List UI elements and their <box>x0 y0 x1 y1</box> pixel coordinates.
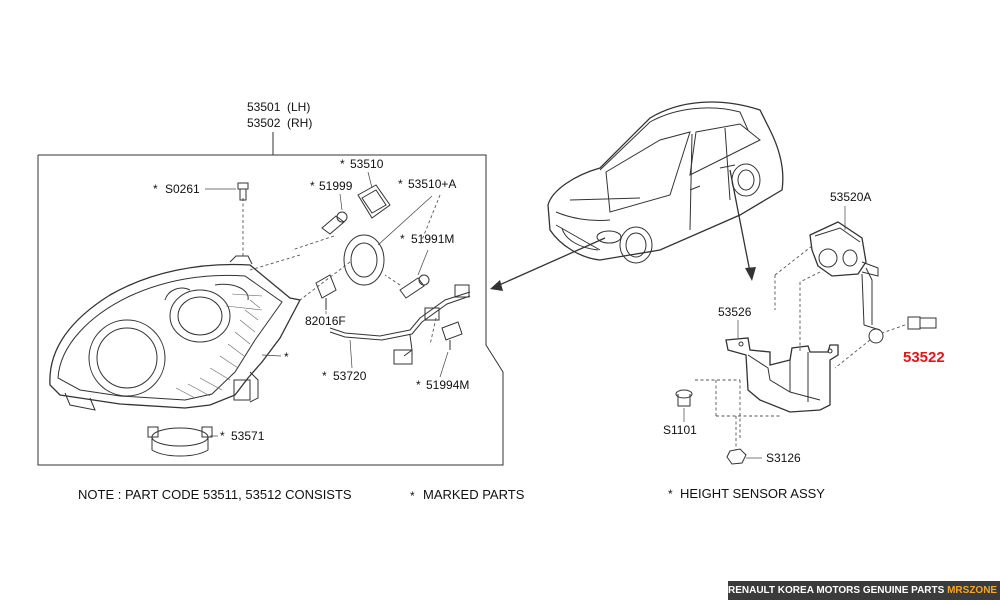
footer-brand: MRSZONE <box>947 585 998 596</box>
part-label-53510[interactable]: 53510 <box>350 157 384 171</box>
part-label-53510a[interactable]: 53510+A <box>408 177 456 191</box>
side-label-lh: (LH) <box>287 100 310 114</box>
part-label-s3126[interactable]: S3126 <box>766 451 801 465</box>
note-part-code: NOTE : PART CODE 53511, 53512 CONSISTS <box>78 487 352 502</box>
harness-53720-icon <box>329 284 471 365</box>
part-label-82016f[interactable]: 82016F <box>305 314 346 328</box>
part-label-53571[interactable]: 53571 <box>231 429 265 443</box>
part-label-s1101[interactable]: S1101 <box>663 423 697 437</box>
height-sensor-53520a-icon <box>809 221 884 344</box>
arrow-to-sensor <box>729 169 756 281</box>
footer-text: RENAULT KOREA MOTORS GENUINE PARTS <box>728 585 948 596</box>
star-marker-53510a: * <box>398 177 403 191</box>
ring-53510a-icon <box>343 234 385 286</box>
star-marker-53510: * <box>340 157 345 171</box>
cap-53510-icon <box>357 184 391 219</box>
footer-banner: RENAULT KOREA MOTORS GENUINE PARTS MRSZO… <box>728 581 1000 600</box>
star-marker-51991m: * <box>400 232 405 246</box>
star-marker-housing: * <box>284 350 289 364</box>
star-marker-51994m: * <box>416 378 421 392</box>
note-star-marker: * <box>410 489 415 503</box>
screw-s1101-icon <box>675 389 693 407</box>
bulb-51991m-icon <box>399 274 430 299</box>
part-label-53520a[interactable]: 53520A <box>830 190 871 204</box>
part-label-53522[interactable]: 53522 <box>903 349 945 366</box>
part-label-51991m[interactable]: 51991M <box>411 232 454 246</box>
star-marker-53720: * <box>322 369 327 383</box>
car-illustration <box>547 101 784 264</box>
note-marked-parts: MARKED PARTS <box>423 487 525 502</box>
star-marker-s0261: * <box>153 182 158 196</box>
sensor-guide-lines <box>695 245 906 450</box>
part-label-51994m[interactable]: 51994M <box>426 378 469 392</box>
bracket-53526-icon <box>725 337 839 413</box>
star-marker-53571: * <box>220 429 225 443</box>
socket-53571-icon <box>147 426 213 457</box>
part-label-53502[interactable]: 53502 <box>247 116 281 130</box>
bulb-51999-icon <box>321 211 348 235</box>
bulb-82016f-icon <box>315 274 337 310</box>
nut-s3126-icon <box>726 448 747 465</box>
part-label-53720[interactable]: 53720 <box>333 369 367 383</box>
arrow-to-headlamp <box>490 237 606 291</box>
side-label-rh: (RH) <box>287 116 312 130</box>
note-star-marker-sensor: * <box>668 487 673 501</box>
screw-s0261-icon <box>237 182 249 258</box>
headlamp-housing <box>49 255 301 411</box>
note-height-sensor-assy: HEIGHT SENSOR ASSY <box>680 486 825 501</box>
headlamp-frame <box>37 132 504 466</box>
bulb-51994m-icon <box>441 321 463 350</box>
lamp-guide-lines <box>249 194 441 346</box>
part-label-53526[interactable]: 53526 <box>718 305 752 319</box>
part-label-s0261[interactable]: S0261 <box>165 182 200 196</box>
part-label-53501[interactable]: 53501 <box>247 100 281 114</box>
part-label-51999[interactable]: 51999 <box>319 179 353 193</box>
star-marker-51999: * <box>310 179 315 193</box>
bolt-53522-icon <box>907 316 937 330</box>
label-53501-group[interactable]: 53501 (LH) 53502 (RH) <box>247 100 312 130</box>
